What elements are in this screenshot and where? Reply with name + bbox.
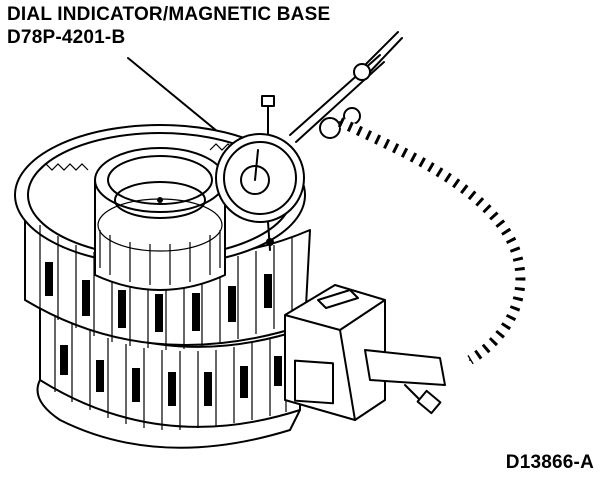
flexible-hose [337, 117, 526, 365]
dial-indicator [215, 95, 305, 251]
inner-hub-assembly [94, 147, 226, 291]
indicator-arm [289, 31, 403, 143]
figure-id-label: D13866-A [505, 452, 594, 473]
magnetic-base [284, 284, 446, 421]
callout-label-tool-name: DIAL INDICATOR/MAGNETIC BASE [7, 4, 331, 25]
callout-label-part-number: D78P-4201-B [7, 27, 126, 48]
